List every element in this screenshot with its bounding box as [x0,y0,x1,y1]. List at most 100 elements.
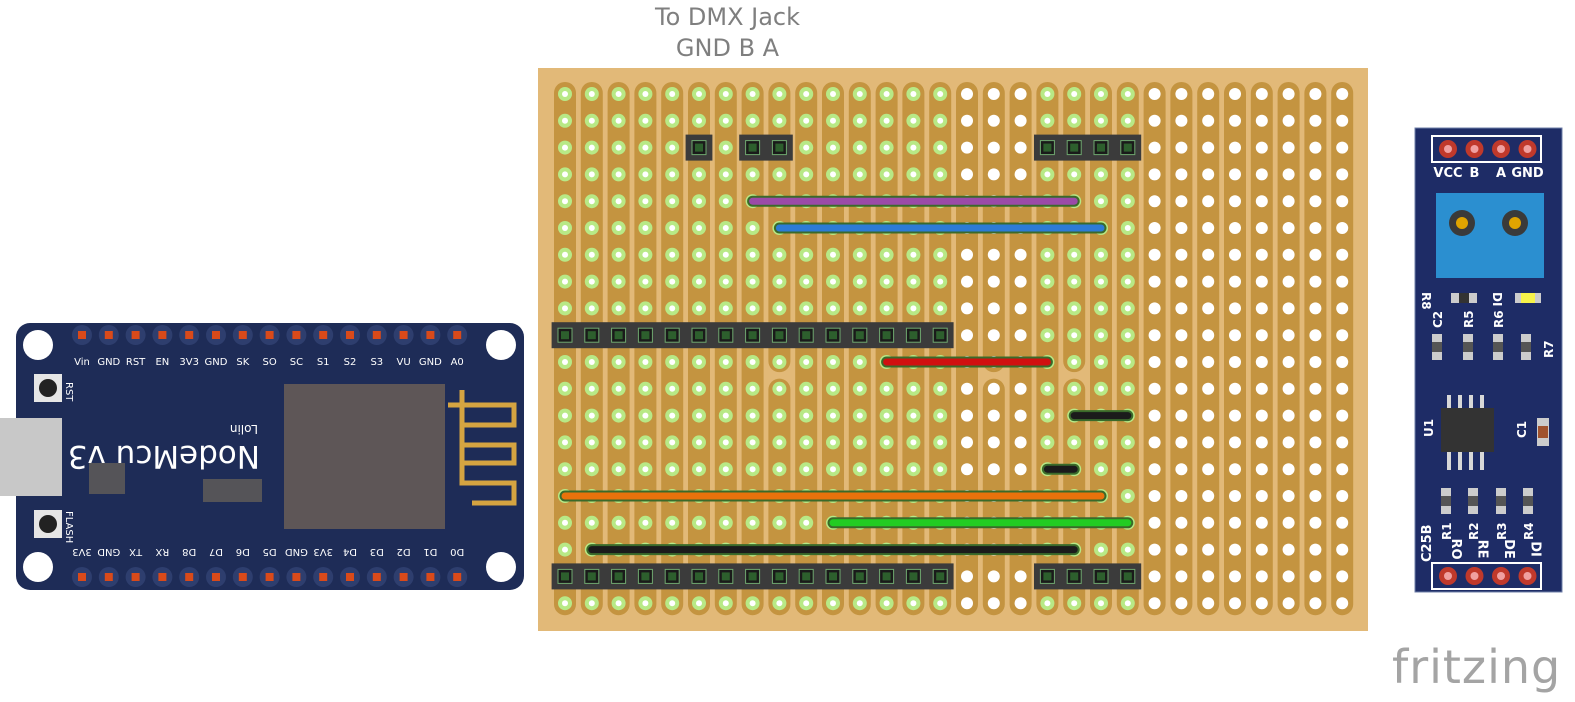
board-hole-center [1151,198,1158,205]
nodemcu-top-pin-pad [185,331,194,339]
board-hole-center [1258,144,1265,151]
board-hole-center [803,251,810,258]
copper-strip [1116,81,1139,616]
board-hole-center [856,359,863,365]
board-hole-center [830,171,836,178]
nodemcu-bottom-pin-pad [185,573,194,581]
board-hole-center [1098,600,1104,607]
header-pin-core [561,572,569,581]
nodemcu-bottom-pin-label: D6 [236,546,250,557]
board-hole-center [722,412,729,419]
nodemcu-top-pin-pad [212,331,220,339]
board-hole-center [642,117,649,124]
board-hole-center [1178,278,1185,285]
header-pin-core [909,572,918,581]
board-hole-center [830,91,836,97]
board-hole-center [1151,278,1158,285]
board-hole-center [1205,198,1212,205]
nodemcu-bottom-pin-label: 3V3 [72,546,92,557]
board-hole-center [1312,332,1319,339]
label-r8: R8 [1419,292,1433,310]
board-hole-center [883,305,890,312]
board-hole-center [1151,171,1158,178]
board-hole-center [1339,198,1346,205]
board-hole-center [749,439,756,446]
header-pin-core [829,331,837,340]
board-hole-center [588,600,595,607]
board-hole-center [722,225,729,231]
board-hole-center [1044,600,1051,607]
board-hole-center [1151,251,1158,258]
board-hole-center [776,466,783,473]
nodemcu-bottom-pin-pad [426,573,435,581]
board-hole-center [669,600,676,607]
board-hole-center [669,198,676,205]
board-hole-center [1339,573,1346,580]
board-hole-center [696,600,702,607]
board-hole-center [1312,359,1319,365]
board-hole-center [1098,91,1104,97]
stripboard [538,68,1368,631]
board-hole-center [1124,385,1131,392]
board-hole-center [749,600,756,607]
header-pin-core [1097,143,1105,152]
copper-strip [1036,81,1059,616]
board-hole-center [1124,600,1131,607]
board-hole-center [856,600,863,607]
rs485-bottom-pin-label: RE [1475,540,1490,559]
board-hole-center [749,251,756,258]
board-hole-center [562,546,568,553]
board-hole-center [1151,439,1158,446]
board-hole-center [856,117,863,124]
board-hole-center [1124,171,1131,178]
board-hole-center [1124,251,1131,258]
board-hole-center [749,305,756,312]
board-hole-center [1124,305,1131,312]
board-hole-center [1258,546,1265,553]
rs485-bottom-pin-label: RO [1448,538,1463,559]
board-hole-center [1151,519,1158,526]
nodemcu-top-pin-label: S3 [370,357,383,368]
esp-module-shield [284,384,445,529]
board-hole-center [1178,305,1185,312]
board-hole-center [669,225,676,231]
board-hole-center [615,278,622,285]
nodemcu-bottom-pin-label: D3 [370,546,384,557]
board-hole-center [749,278,756,285]
header-pin-core [614,572,623,581]
copper-strip [1331,81,1354,616]
board-hole-center [642,412,649,419]
header-pin-core [909,331,918,340]
board-hole-center [642,278,649,285]
board-hole-center [1098,546,1104,553]
board-hole-center [1339,305,1346,312]
board-hole-center [990,278,997,285]
board-hole-center [1232,385,1238,392]
board-hole-center [776,117,783,124]
copper-strip [1197,81,1220,616]
nodemcu-bottom-pin-label: D5 [263,546,277,557]
board-hole-center [1232,198,1238,205]
board-hole-center [830,117,836,124]
board-hole-center [964,144,970,151]
board-hole-center [776,412,783,419]
board-hole-center [1178,251,1185,258]
board-hole-center [776,171,783,178]
board-hole-center [696,225,702,231]
board-hole-center [830,305,836,312]
board-hole-center [1285,332,1292,339]
header-pin-core [1097,572,1105,581]
nodemcu-top-pin-pad [346,331,354,339]
nodemcu-top-pin-pad [426,331,435,339]
board-hole-center [937,305,944,312]
board-hole-center [1312,225,1319,231]
board-hole-center [937,251,944,258]
board-hole-center [1044,278,1051,285]
board-hole-center [1124,493,1131,499]
board-hole-center [1098,359,1104,365]
nodemcu-top-pin-pad [131,331,140,339]
board-hole-center [1205,493,1212,499]
copper-strip [1304,81,1327,616]
nodemcu-bottom-pin-label: D8 [182,546,196,557]
board-hole-center [1124,546,1131,553]
